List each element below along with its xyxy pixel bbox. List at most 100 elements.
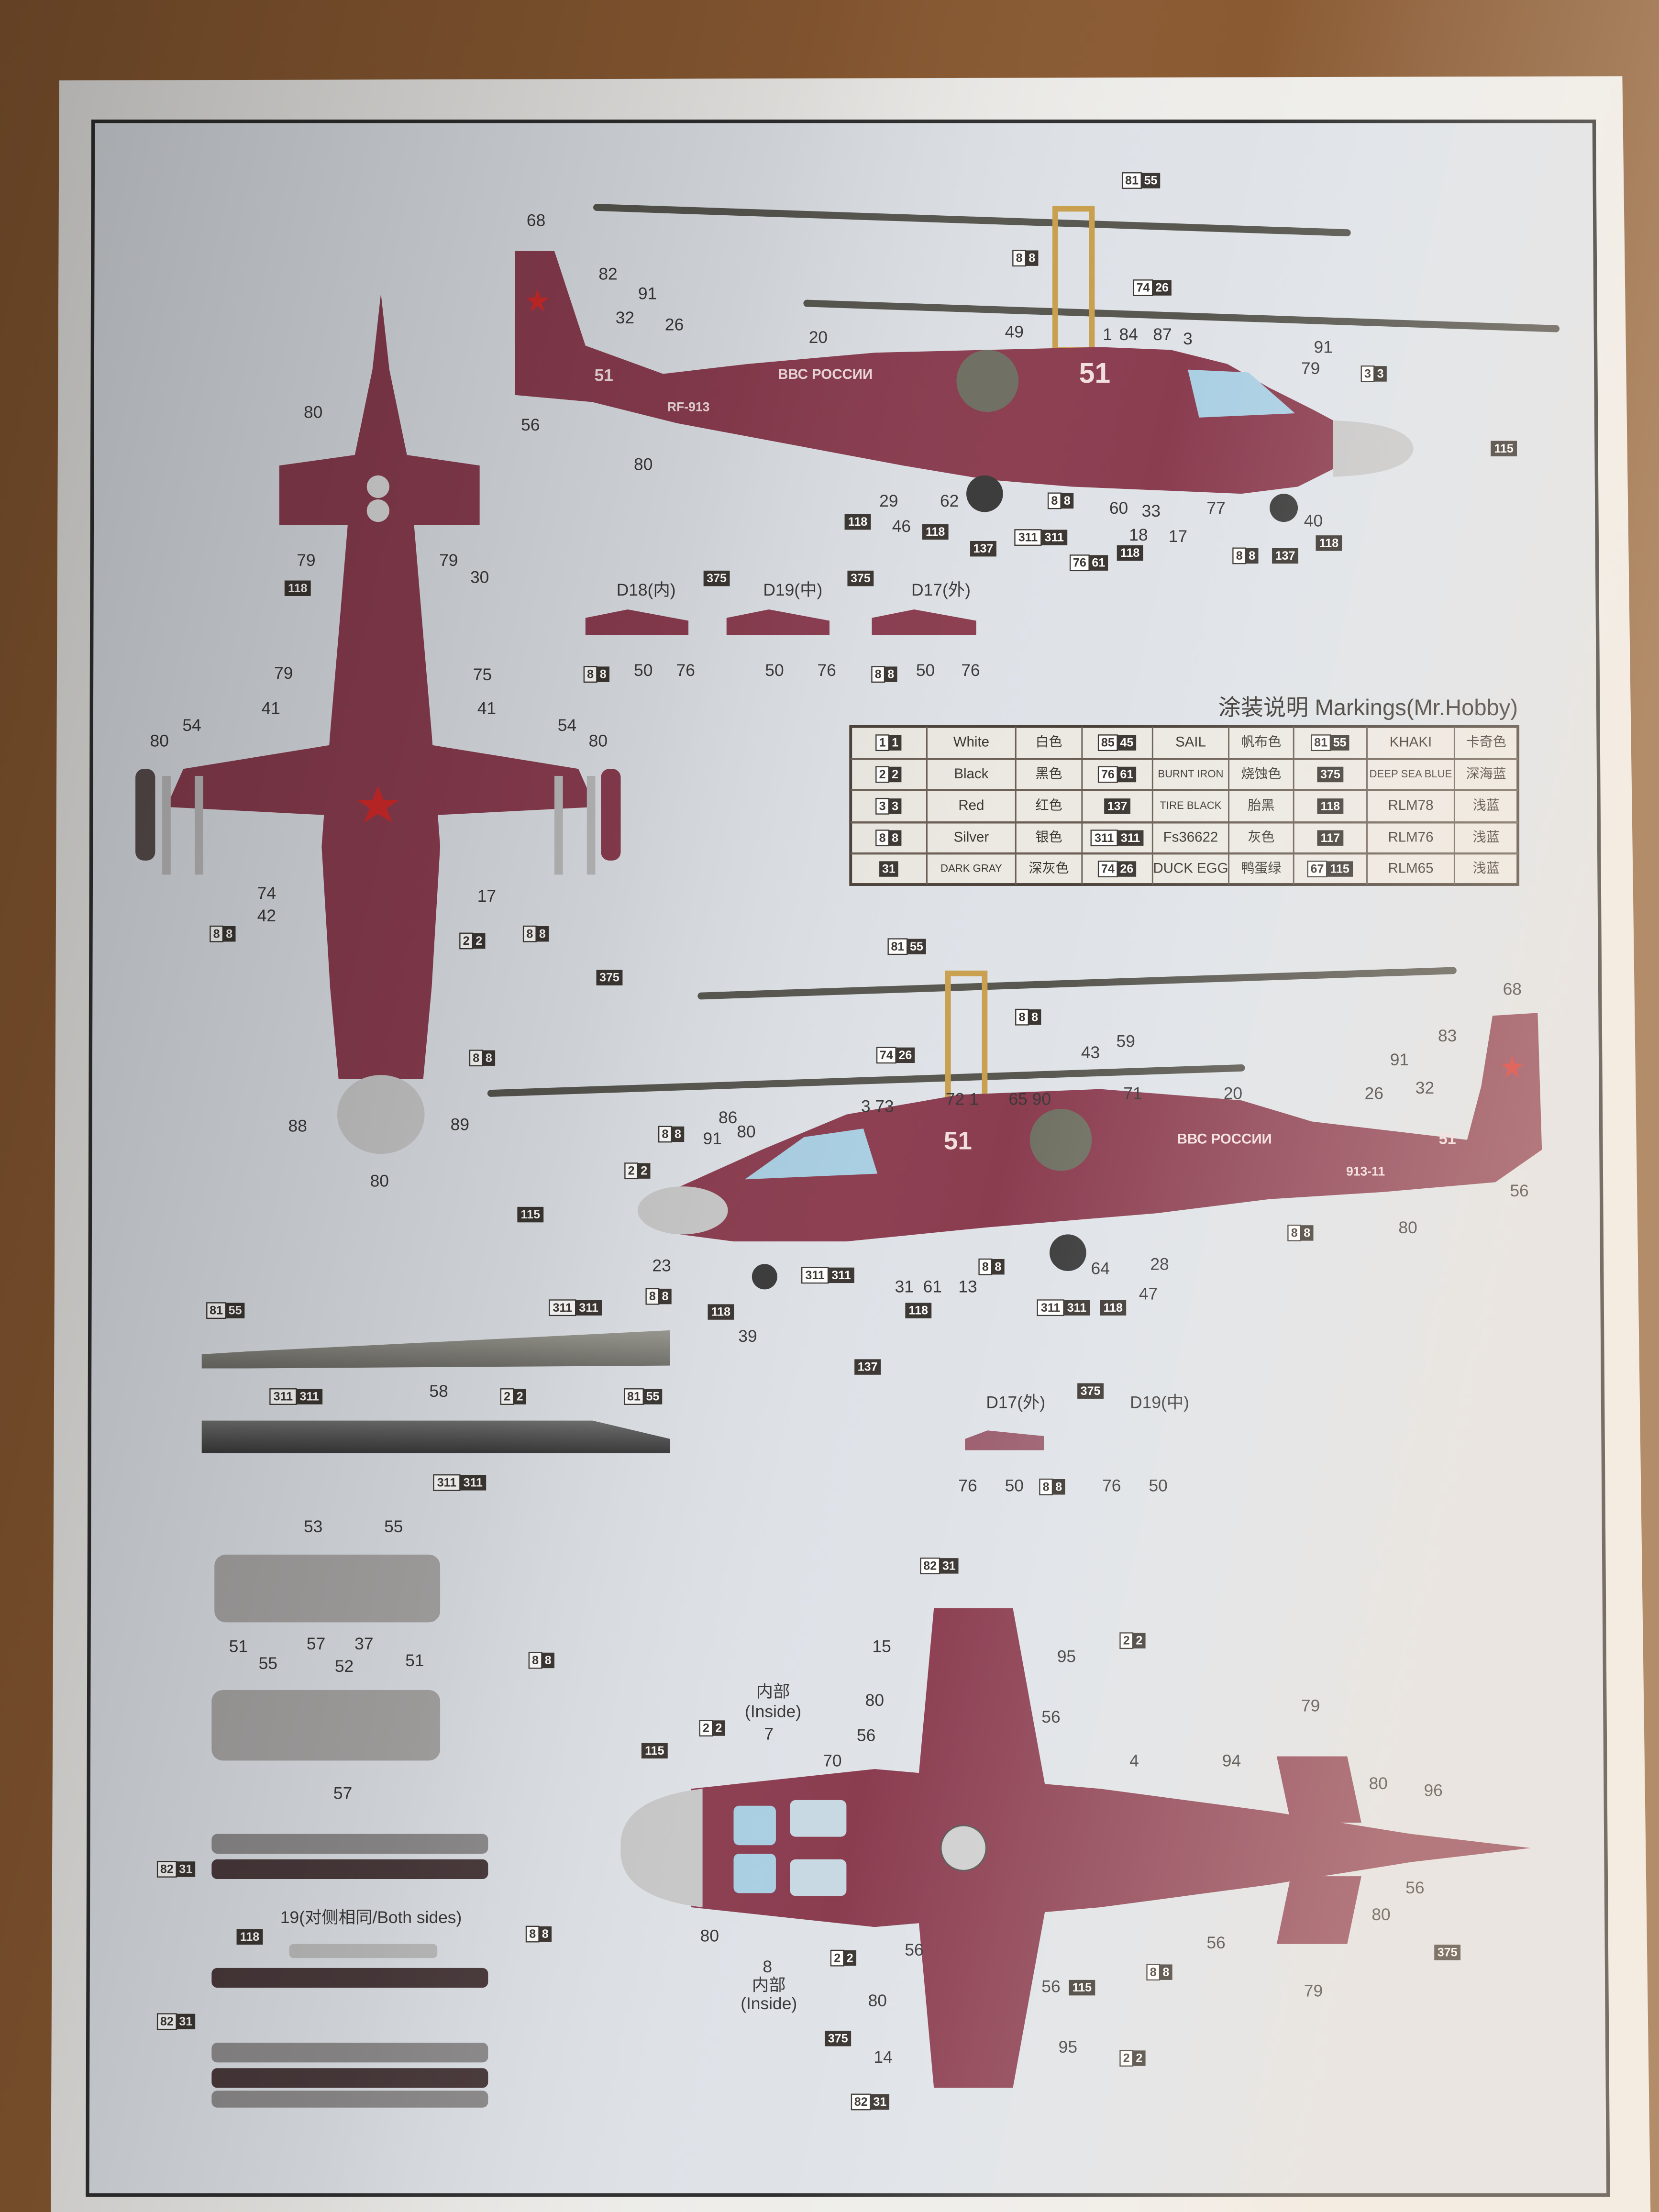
chip-code-light: 2: [703, 1722, 709, 1735]
part-callout: 内部: [756, 1682, 790, 1701]
chip-code-light: 2: [1123, 2052, 1130, 2065]
part-callout: 79: [297, 551, 315, 570]
color-name-en: Fs36622: [1163, 829, 1218, 845]
chip-code-light: 1: [879, 736, 886, 750]
chip-code-dark: 8: [600, 668, 607, 681]
color-chip: 137: [854, 1359, 881, 1375]
missile-rack-2: [211, 1859, 488, 1880]
chip-code-dark: 8: [995, 1260, 1001, 1273]
chip-code-light: 3: [879, 799, 886, 813]
left-missile-2: [194, 775, 203, 875]
part-callout: D17(外): [986, 1394, 1045, 1412]
part-callout: 76: [676, 661, 695, 680]
chip-code-dark: 45: [1120, 736, 1133, 750]
chip-code-dark: 118: [848, 515, 867, 529]
part-callout: 82: [598, 265, 617, 283]
part-callout: 13: [958, 1278, 977, 1296]
part-callout: 76: [1102, 1477, 1121, 1495]
tail-fin-lower: [1276, 1876, 1361, 1944]
color-name-en: DUCK EGG: [1153, 860, 1228, 876]
cockpit-window-2: [733, 1853, 776, 1893]
chip-code-light: 2: [628, 1164, 635, 1178]
chip-code-dark: 3: [1377, 367, 1384, 381]
chip-code-light: 74: [1101, 863, 1115, 876]
rotor-blade-lower: [201, 1420, 670, 1453]
part-callout: 14: [874, 2048, 892, 2067]
part-callout: 49: [1005, 322, 1024, 341]
part-callout: 80: [304, 403, 322, 421]
chip-code-dark: 8: [887, 668, 894, 681]
part-callout: 80: [589, 732, 608, 751]
chip-code-light: 8: [529, 1927, 536, 1941]
color-chip: 375: [825, 2031, 852, 2046]
color-name-cn: 帆布色: [1241, 734, 1281, 749]
color-name-cn: 卡奇色: [1466, 734, 1506, 749]
chip-code-dark: 311: [300, 1390, 319, 1404]
part-callout: 1: [1103, 325, 1112, 344]
color-chip: 118: [905, 1303, 932, 1318]
color-name-en: SAIL: [1175, 734, 1206, 750]
color-name-cn: 鸭蛋绿: [1241, 861, 1281, 875]
part-callout: 20: [1224, 1084, 1242, 1103]
engine-intake: [1029, 1108, 1092, 1171]
part-callout: 88: [288, 1117, 307, 1136]
part-callout: 56: [905, 1941, 923, 1959]
chip-code-light: 81: [891, 940, 904, 953]
part-callout: 56: [1510, 1182, 1528, 1200]
color-chip: 375: [1317, 766, 1344, 783]
tail-number: 51: [1439, 1130, 1456, 1147]
part-callout: (Inside): [745, 1702, 801, 1721]
chip-code-dark: 115: [1330, 863, 1349, 876]
part-callout: 20: [809, 328, 828, 347]
color-name-en: DEEP SEA BLUE: [1370, 768, 1452, 780]
chip-code-dark: 31: [179, 2015, 192, 2028]
part-callout: 55: [384, 1517, 403, 1536]
color-chip: 118: [236, 1929, 263, 1945]
chip-code-light: 2: [834, 1951, 841, 1965]
color-name-cn: 深灰色: [1029, 861, 1069, 875]
part-callout: 91: [638, 285, 657, 303]
chip-code-dark: 55: [646, 1390, 660, 1404]
part-callout: 89: [451, 1116, 469, 1134]
missile-rack-1: [211, 1834, 488, 1854]
exhaust-right: [366, 499, 389, 522]
part-callout: D19(中): [1130, 1394, 1189, 1412]
chip-code-dark: 118: [1321, 799, 1340, 813]
chip-code-light: 82: [923, 1559, 937, 1572]
part-callout: 30: [470, 568, 489, 586]
chip-code-light: 81: [627, 1390, 641, 1404]
color-chip: 118: [708, 1304, 734, 1320]
part-callout: 80: [868, 1991, 887, 2010]
chip-code-dark: 8: [542, 1927, 549, 1941]
chip-code-dark: 3: [892, 799, 898, 813]
color-name-en: KHAKI: [1390, 734, 1432, 750]
part-callout: 39: [738, 1327, 757, 1346]
chip-code-dark: 8: [539, 927, 546, 940]
color-chip: 118: [1100, 1300, 1127, 1316]
chip-code-dark: 137: [973, 542, 994, 555]
color-name-en: White: [953, 734, 989, 750]
color-name-cn: 浅蓝: [1473, 830, 1500, 844]
part-callout: 95: [1057, 1647, 1076, 1666]
part-callout: 60: [1109, 499, 1128, 518]
part-callout: 91: [1314, 338, 1332, 357]
chip-code-dark: 375: [828, 2032, 848, 2045]
chip-code-light: 8: [1291, 1227, 1298, 1240]
